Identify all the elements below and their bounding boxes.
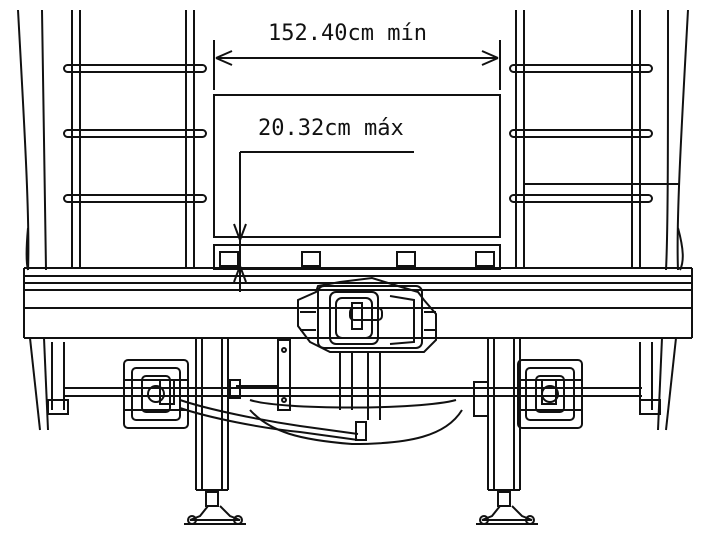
height-dimension-label: 20.32cm máx: [258, 116, 404, 141]
left-bearing-box: [123, 359, 189, 429]
left-ladder: [63, 10, 207, 268]
width-dimension-label: 152.40cm mín: [268, 21, 427, 46]
coupler: [297, 276, 437, 420]
right-truck-side: [476, 337, 677, 525]
right-ladder: [509, 10, 680, 268]
door-sill: [213, 244, 501, 270]
right-bearing-box: [517, 359, 583, 429]
right-car-wall: [665, 9, 689, 271]
left-truck-side: [29, 337, 246, 525]
height-dimension: [233, 151, 414, 292]
end-door-panel: [213, 94, 501, 238]
left-car-wall: [17, 9, 47, 271]
width-dimension: [213, 40, 501, 90]
